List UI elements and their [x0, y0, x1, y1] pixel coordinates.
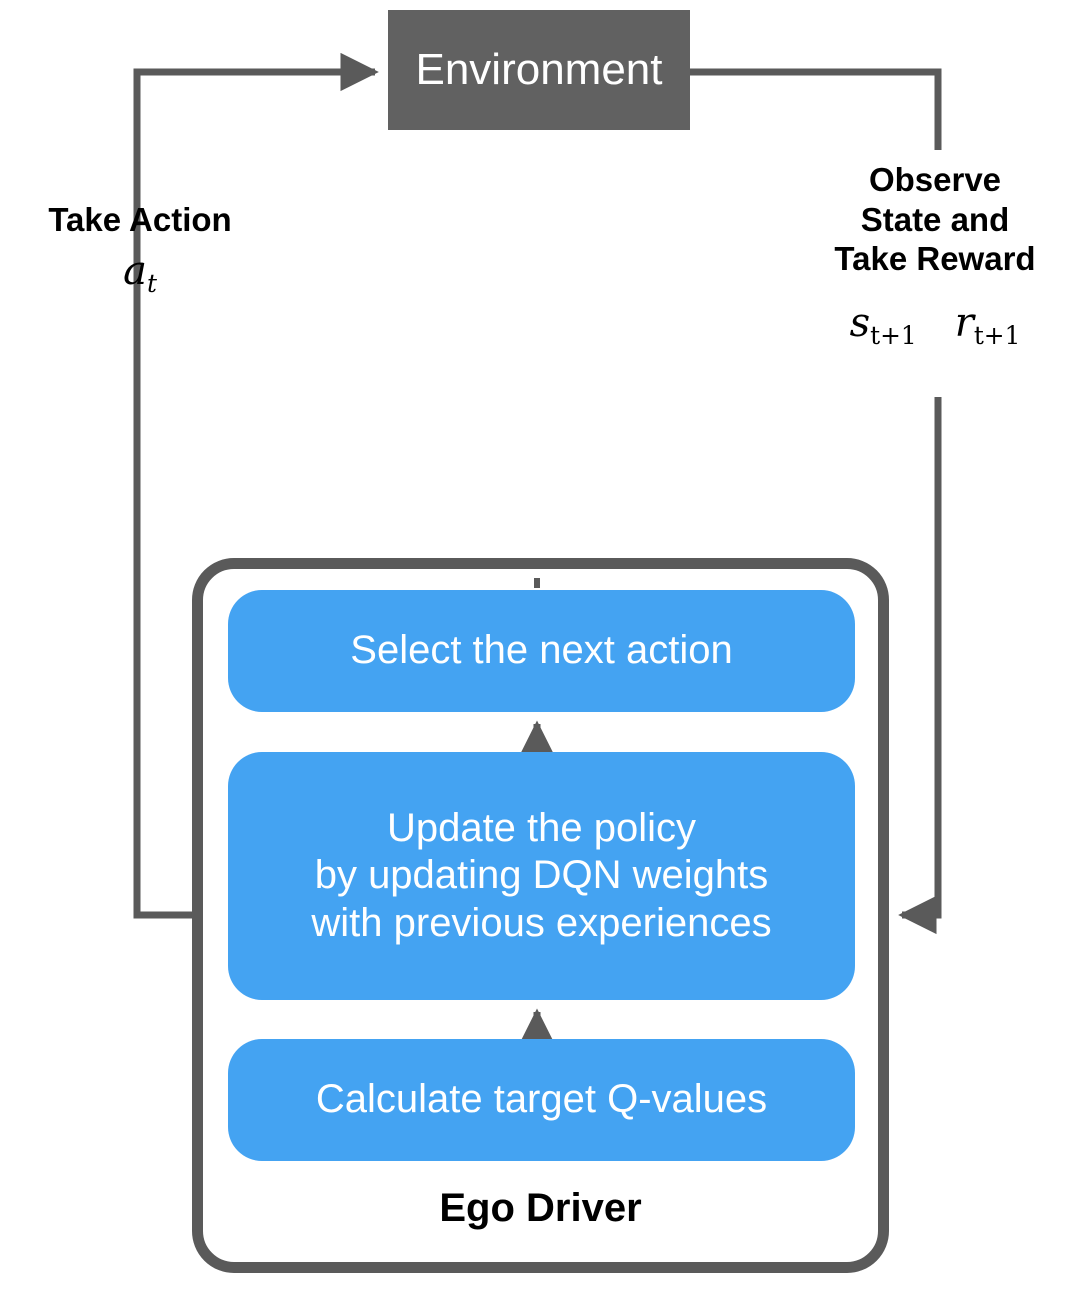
- action-symbol-subscript: t: [146, 268, 157, 298]
- environment-node[interactable]: Environment: [388, 10, 690, 130]
- step-select-next-action[interactable]: Select the next action: [228, 590, 855, 712]
- take-action-label: Take Action: [48, 201, 232, 238]
- action-symbol-base: a: [123, 248, 147, 294]
- reward-symbol: rt+1: [954, 300, 1021, 350]
- ego-driver-title: Ego Driver: [439, 1186, 642, 1230]
- action-symbol: at: [10, 248, 270, 298]
- wire-environment-to-agent-lower: [898, 397, 942, 935]
- wire-environment-to-agent-upper: [690, 68, 942, 150]
- observe-state-reward-label: Observe State and Take Reward: [834, 161, 1036, 278]
- step-calculate-target-q-values[interactable]: Calculate target Q-values: [228, 1039, 855, 1161]
- ego-driver-container: [192, 558, 889, 1273]
- state-reward-symbols: st+1 rt+1: [790, 300, 1080, 350]
- environment-label: Environment: [415, 45, 663, 94]
- step-update-policy[interactable]: Update the policy by updating DQN weight…: [228, 752, 855, 1000]
- state-symbol: st+1: [849, 300, 917, 350]
